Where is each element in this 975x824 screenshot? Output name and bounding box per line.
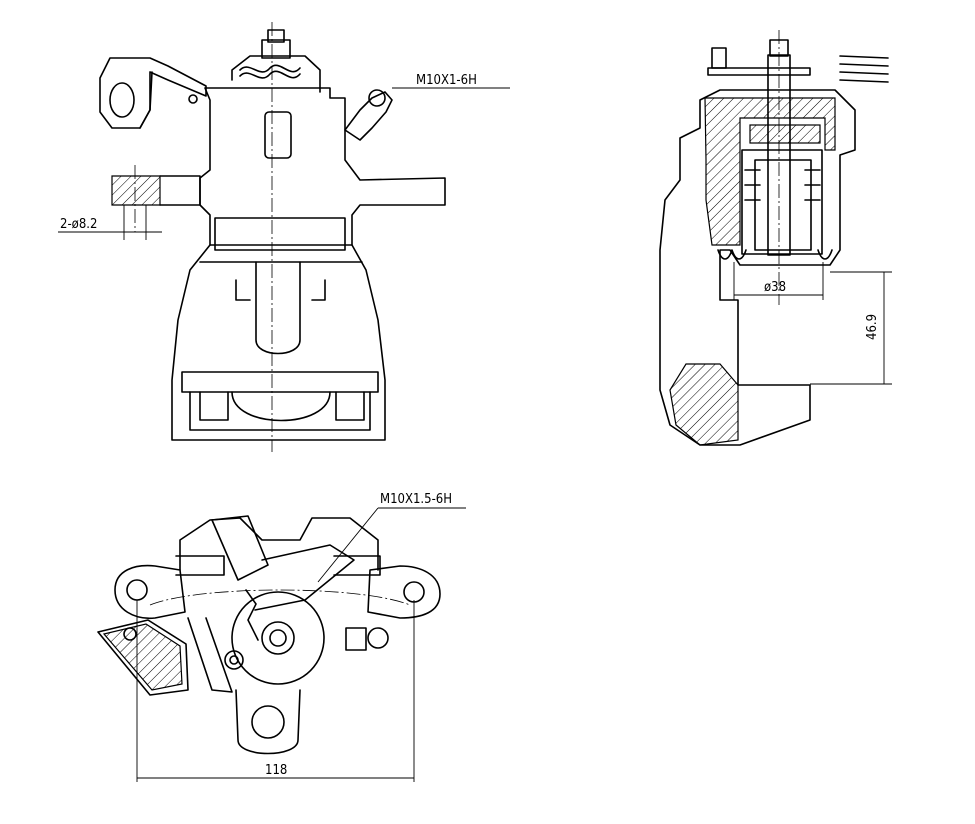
front-view bbox=[58, 22, 510, 452]
label-bleeder-thread: M10X1-6H bbox=[416, 73, 477, 88]
label-width: 118 bbox=[265, 763, 287, 778]
section-view bbox=[659, 30, 892, 446]
label-banjo-thread: M10X1.5-6H bbox=[380, 492, 452, 507]
label-piston-depth: 46.9 bbox=[865, 314, 880, 340]
rear-view bbox=[97, 507, 466, 782]
label-hole-diameter: 2-ø8.2 bbox=[60, 217, 97, 232]
label-piston-diameter: ø38 bbox=[764, 280, 786, 295]
